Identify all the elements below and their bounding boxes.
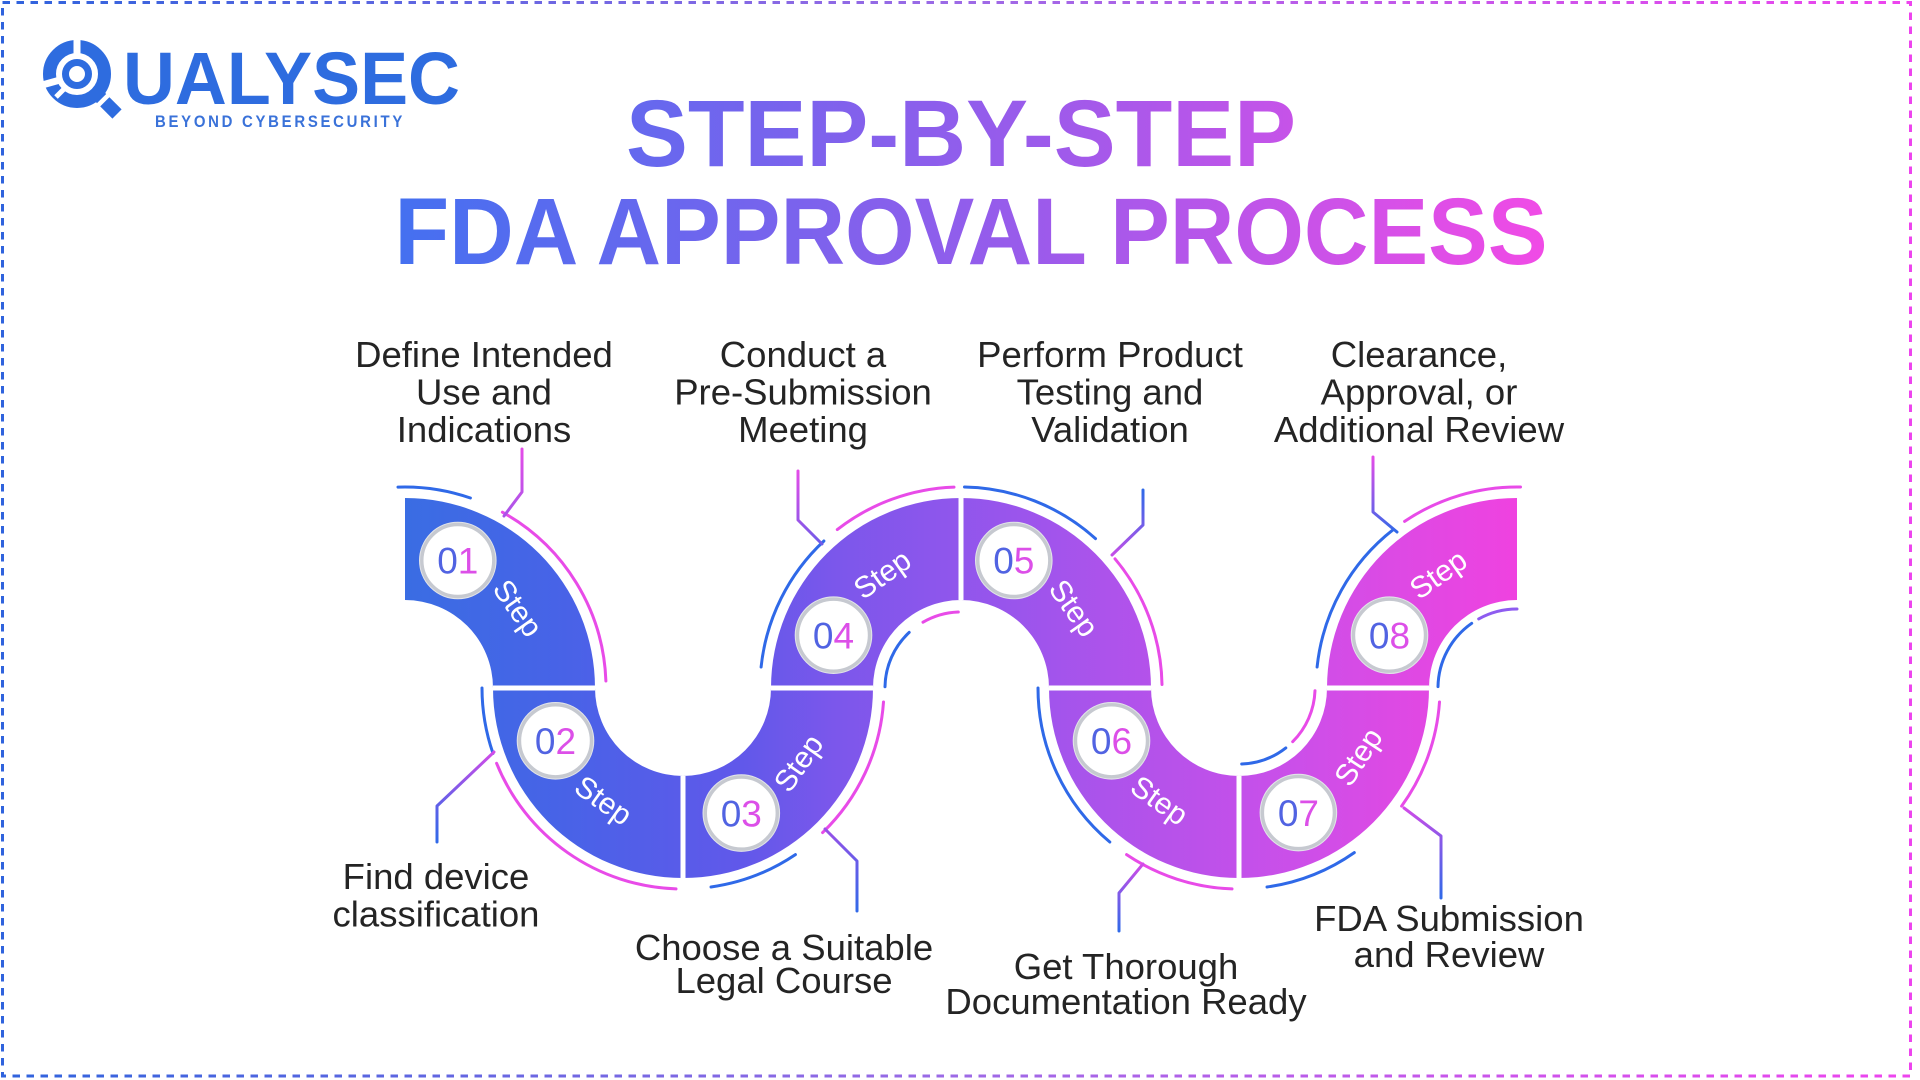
svg-text:07: 07 (1278, 793, 1319, 834)
svg-text:04: 04 (813, 615, 854, 656)
svg-text:BEYOND CYBERSECURITY: BEYOND CYBERSECURITY (155, 113, 405, 131)
svg-text:02: 02 (535, 721, 576, 762)
svg-text:06: 06 (1091, 721, 1132, 762)
svg-text:UALYSEC: UALYSEC (123, 37, 460, 120)
svg-text:03: 03 (721, 793, 762, 834)
svg-text:08: 08 (1369, 615, 1410, 656)
svg-text:STEP-BY-STEP: STEP-BY-STEP (626, 81, 1296, 187)
svg-text:05: 05 (993, 541, 1034, 582)
svg-text:FDA APPROVAL PROCESS: FDA APPROVAL PROCESS (395, 179, 1548, 285)
svg-text:01: 01 (437, 541, 478, 582)
